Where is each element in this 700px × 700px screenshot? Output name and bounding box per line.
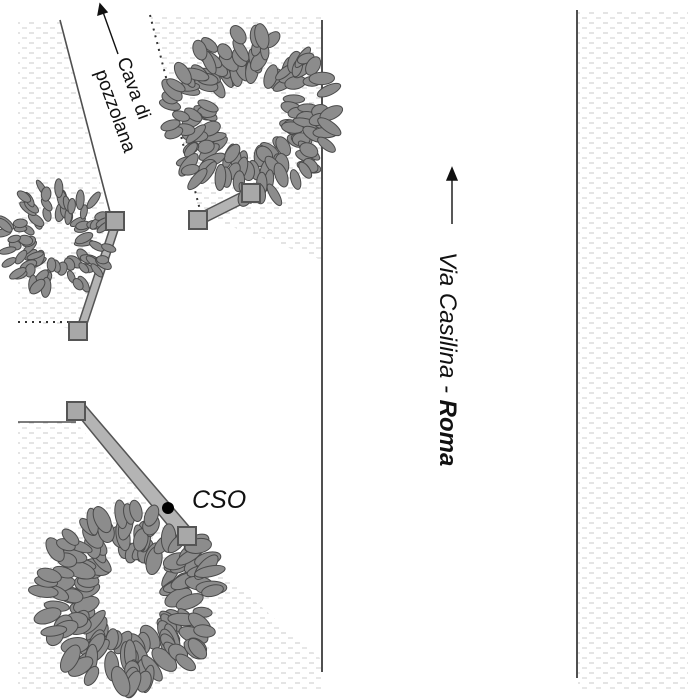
leaf [192,39,208,61]
tree-cluster-upper-left [0,178,117,298]
leaf [175,653,196,672]
leaf [0,246,17,255]
manhole-upper-left-bottom [68,321,88,341]
cso-label: CSO [192,486,246,514]
leaf [194,564,226,578]
manholes [66,183,261,546]
leaf [197,99,219,113]
leaf [111,666,131,697]
leaf [129,499,143,522]
leaf [201,584,224,598]
tree-cluster-bottom [27,499,228,699]
leaf [90,263,104,278]
leaf [14,249,28,265]
cso-point [162,502,174,514]
leaf [101,243,117,253]
leaf [96,255,110,265]
road-label-main: Via Casilina - [434,252,461,400]
leaf [54,178,64,198]
leaf [172,110,190,122]
road-label: Via Casilina - Roma [434,252,461,466]
manhole-cso [177,526,197,546]
leaf [86,191,101,209]
cava-arrow-line [102,11,119,55]
leaf [29,278,46,295]
road-arrow-head [445,166,459,181]
leaf [217,43,233,61]
leaf [74,231,94,245]
leaf [193,624,216,638]
leaf [7,234,21,244]
leaf [299,142,319,158]
leaf [298,161,313,179]
dashed-limits [18,14,201,323]
leaf [72,277,84,291]
leaf [40,625,68,637]
manhole-upper-left-top [105,211,125,231]
leaf [59,644,81,673]
leaf [214,163,227,191]
quarry-boundary-line [59,19,113,221]
leaf [183,142,198,158]
leaf [180,163,200,176]
leaf [184,107,203,122]
leaf [224,143,241,164]
leaf [273,162,289,188]
leaf [12,218,28,229]
leaf [173,61,192,85]
leaf [317,117,342,137]
leaf [9,267,27,280]
leaf [26,251,44,261]
leaf [187,638,208,660]
leaf [308,71,335,86]
leaf [46,257,57,273]
cava-label: Cava di pozzolana [89,55,163,156]
road-label-city: Roma [434,400,461,467]
manhole-quarry-right [241,183,261,203]
leaf [78,262,90,274]
leaf [254,23,270,50]
leaf [229,25,247,45]
leaf [305,56,322,76]
leaf [33,607,62,625]
leaf [0,217,13,233]
manhole-quarry-left [188,210,208,230]
leaf [67,198,76,215]
leaf [75,189,85,210]
leaf [160,119,181,132]
leaf [61,528,80,546]
leaf [275,136,292,157]
leaf [1,257,17,268]
leaf [166,78,186,93]
leaf [92,506,112,534]
leaf [83,665,100,686]
manhole-lower-top [66,401,86,421]
cava-arrow-head [97,2,109,17]
arrows [97,2,459,224]
tree-cluster-quarry [158,23,344,207]
leaf [187,168,208,191]
ground-area-right [578,10,688,690]
leaf [143,504,160,527]
leaf [289,169,302,190]
leaf [40,186,52,202]
leaf [16,190,32,203]
leaf [175,593,204,611]
leaf [316,82,342,98]
leaf [317,136,336,153]
leaf [266,183,283,207]
leaf [36,567,62,583]
